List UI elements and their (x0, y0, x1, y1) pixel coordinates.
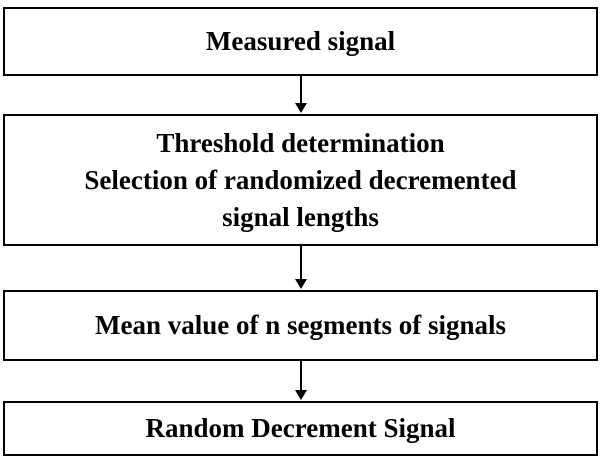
step-3-label: Mean value of n segments of signals (95, 310, 506, 340)
step-box-random-decrement-signal: Random Decrement Signal (3, 401, 598, 456)
step-2-label-line-1: Threshold determination (156, 127, 445, 158)
arrow-2-head (295, 279, 307, 289)
step-box-measured-signal: Measured signal (3, 7, 598, 76)
step-1-label: Measured signal (205, 26, 396, 56)
step-2-label-line-2: Selection of randomized decremented (84, 164, 517, 195)
arrow-3-head (295, 390, 307, 400)
step-box-threshold-selection: Threshold determination Selection of ran… (3, 114, 598, 246)
arrow-1-head (295, 103, 307, 113)
step-2-label-line-3: signal lengths (222, 201, 379, 232)
step-4-label: Random Decrement Signal (145, 413, 456, 443)
step-box-mean-value: Mean value of n segments of signals (3, 290, 598, 361)
